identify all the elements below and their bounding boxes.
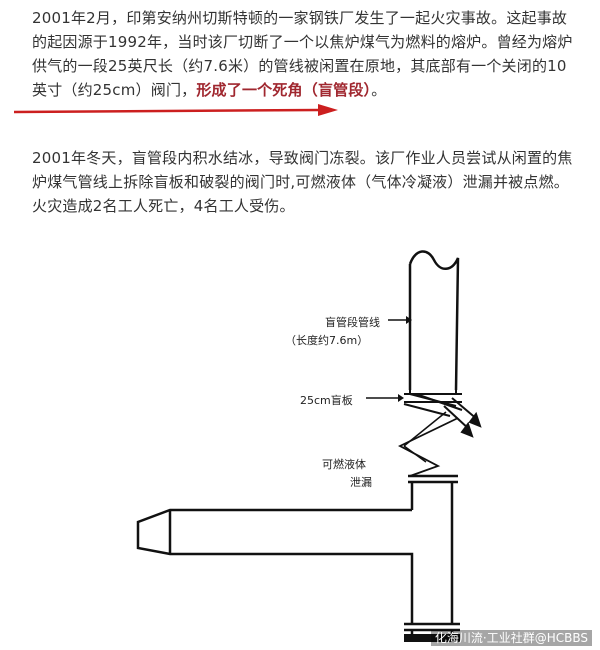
red-arrow-icon xyxy=(13,104,338,116)
bottom-valve xyxy=(404,634,460,642)
pipe-length-label: （长度约7.6m） xyxy=(285,333,368,347)
paragraph-intro-tail: 。 xyxy=(371,81,387,99)
dead-leg-diagram: 盲管段管线 （长度约7.6m） 25cm盲板 可燃液体 泄漏 xyxy=(136,250,482,642)
blind-label: 25cm盲板 xyxy=(300,393,353,407)
paragraph-incident-details: 2001年冬天，盲管段内积水结冰，导致阀门冻裂。该厂作业人员尝试从闲置的焦炉煤气… xyxy=(32,149,573,215)
blind-label-arrowhead xyxy=(398,394,404,402)
dead-leg-pipe xyxy=(408,250,460,391)
watermark: 化海川流·工业社群@HCBBS xyxy=(430,630,592,646)
blind-flange xyxy=(403,390,482,438)
pipe-label: 盲管段管线 xyxy=(325,315,380,329)
leak-label-line-1: 可燃液体 xyxy=(322,457,366,471)
main-header-pipe xyxy=(136,474,460,636)
dead-leg-emphasis: 形成了一个死角（盲管段） xyxy=(196,81,372,99)
paragraph-incident-intro: 2001年2月，印第安纳州切斯特顿的一家钢铁厂发生了一起火灾事故。这起事故的起因… xyxy=(32,6,580,102)
pipe-label-arrowhead xyxy=(406,316,412,324)
leak-label-line-2: 泄漏 xyxy=(350,476,372,489)
paragraph-intro-text: 2001年2月，印第安纳州切斯特顿的一家钢铁厂发生了一起火灾事故。这起事故的起因… xyxy=(32,9,573,99)
